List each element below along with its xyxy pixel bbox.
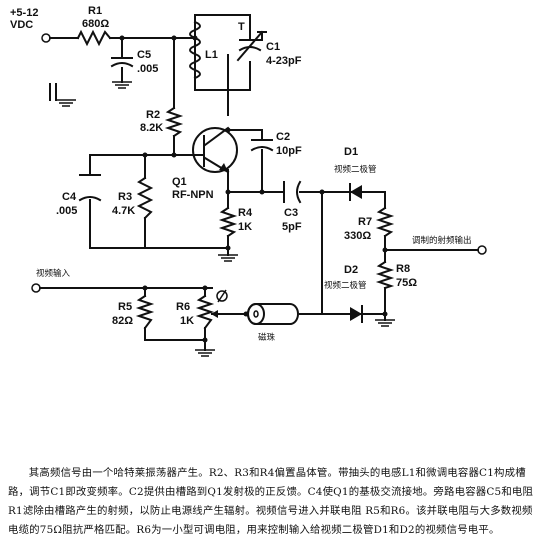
resistor-r8: R8 75Ω — [375, 260, 417, 327]
c4-value: .005 — [56, 205, 77, 217]
potentiometer-r6: R6 1K — [176, 289, 228, 357]
r6-value: 1K — [180, 315, 194, 327]
junction-dot — [142, 285, 148, 291]
resistor-r7: R7 330Ω — [344, 206, 395, 253]
ferrite-bead: 磁珠 — [243, 303, 299, 343]
figure-caption: 其高频信号由一个哈特莱振荡器产生。R2、R3和R4偏置晶体管。带抽头的电感L1和… — [8, 467, 534, 536]
r5-ref: R5 — [118, 301, 132, 313]
r1-ref: R1 — [88, 5, 102, 17]
supply-unit: VDC — [10, 19, 33, 31]
r5-value: 82Ω — [112, 315, 133, 327]
c1-ref: C1 — [266, 41, 280, 53]
junction-dot — [171, 152, 177, 158]
c5-value: .005 — [137, 63, 158, 75]
r8-ref: R8 — [396, 263, 410, 275]
q1-ref: Q1 — [172, 176, 187, 188]
wiring — [39, 14, 479, 351]
junction-dot — [225, 245, 231, 251]
resistor-r3: R3 4.7K — [112, 176, 154, 220]
junction-dot — [259, 189, 265, 195]
c1-value: 4-23pF — [266, 55, 302, 67]
junction-dot — [192, 35, 198, 41]
c2-ref: C2 — [276, 131, 290, 143]
d2-ref: D2 — [344, 264, 358, 276]
video-input-terminal — [31, 283, 41, 293]
ground-symbol-left — [49, 83, 76, 107]
r2-value: 8.2K — [140, 122, 163, 134]
junction-dot — [202, 337, 208, 343]
junction-dot — [142, 152, 148, 158]
inductor-l1: L1 — [189, 20, 218, 80]
supply-terminal: +5-12 VDC — [10, 7, 51, 43]
c3-ref: C3 — [284, 207, 298, 219]
hartley-oscillator-schematic: +5-12 VDC R1 680Ω C5 .005 L1 T C1 4-23pF — [10, 5, 487, 357]
r3-ref: R3 — [118, 191, 132, 203]
r7-ref: R7 — [358, 216, 372, 228]
resistor-r5: R5 82Ω — [112, 294, 155, 330]
q1-type: RF-NPN — [172, 189, 214, 201]
r6-ref: R6 — [176, 301, 190, 313]
c4-ref: C4 — [62, 191, 77, 203]
video-input-label: 视频输入 — [36, 268, 71, 279]
junction-dot — [319, 189, 325, 195]
c1-tap-marker: T — [238, 21, 245, 33]
junction-dot — [382, 311, 388, 317]
r7-value: 330Ω — [344, 230, 371, 242]
resistor-r1: R1 680Ω — [76, 5, 177, 47]
junction-dot — [225, 189, 231, 195]
d1-ref: D1 — [344, 146, 358, 158]
capacitor-c4: C4 .005 — [56, 174, 102, 217]
r3-value: 4.7K — [112, 205, 135, 217]
resistor-r2: R2 8.2K — [140, 106, 184, 138]
capacitor-c2: C2 10pF — [225, 131, 302, 195]
c2-value: 10pF — [276, 145, 302, 157]
r1-value: 680Ω — [82, 18, 109, 30]
rf-output: 调制的射频输出 — [412, 235, 487, 255]
supply-terminal-circle — [41, 33, 51, 43]
r8-value: 75Ω — [396, 277, 417, 289]
c3-value: 5pF — [282, 221, 302, 233]
d1-desc: 视频二极管 — [334, 164, 377, 175]
rf-output-label: 调制的射频输出 — [412, 235, 472, 246]
l1-ref: L1 — [205, 49, 218, 61]
capacitor-c5: C5 .005 — [110, 49, 158, 89]
junction-dot — [119, 35, 125, 41]
transistor-q1: Q1 RF-NPN — [142, 126, 238, 201]
trimmer-capacitor-c1: T C1 4-23pF — [236, 21, 302, 67]
diode-d1: D1 视频二极管 — [334, 146, 377, 201]
r4-value: 1K — [238, 221, 252, 233]
r2-ref: R2 — [146, 109, 160, 121]
diode-d2: D2 视频二极管 — [324, 264, 367, 323]
capacitor-c3: C3 5pF — [282, 180, 325, 233]
supply-voltage: +5-12 — [10, 7, 38, 19]
ferrite-bead-label: 磁珠 — [258, 332, 276, 343]
junction-dot — [202, 285, 208, 291]
junction-dot — [225, 127, 231, 133]
r4-ref: R4 — [238, 207, 253, 219]
rf-output-terminal — [477, 245, 487, 255]
c5-ref: C5 — [137, 49, 151, 61]
d2-desc: 视频二极管 — [324, 280, 367, 291]
junction-dot — [382, 247, 388, 253]
video-input: 视频输入 — [31, 268, 208, 343]
junction-dot — [243, 311, 249, 317]
resistor-r4: R4 1K — [218, 206, 253, 262]
junction-dot — [171, 35, 177, 41]
